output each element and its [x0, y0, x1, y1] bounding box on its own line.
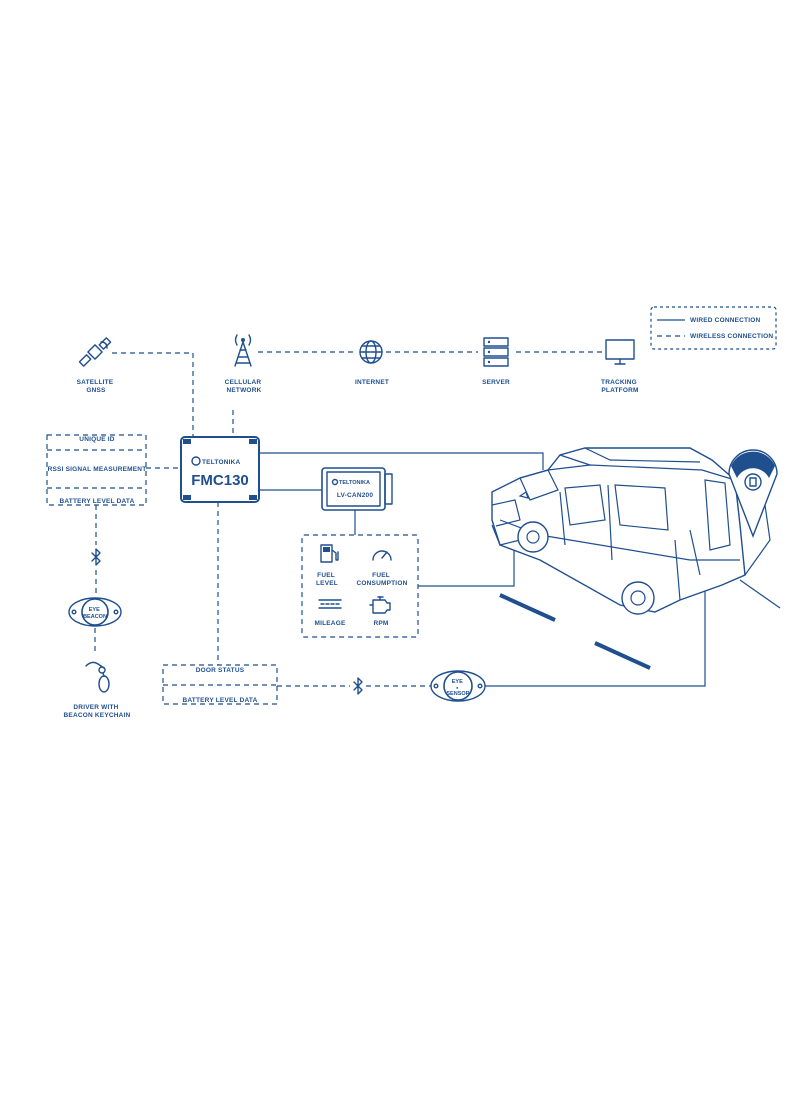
- road-marking: [594, 641, 651, 670]
- tracking-label: TRACKING PLATFORM: [601, 379, 639, 394]
- device-brand: TELTONIKA: [202, 459, 240, 466]
- teltonika-logo-icon: [331, 478, 339, 486]
- keychain-icon: [85, 661, 110, 693]
- internet-label: INTERNET: [355, 379, 389, 386]
- mileage-label: MILEAGE: [314, 620, 345, 627]
- van-illustration: [491, 447, 781, 670]
- bluetooth-icon: [353, 677, 363, 695]
- unique-id-label: UNIQUE ID: [79, 436, 114, 443]
- road-icon: [318, 599, 342, 609]
- road-marking: [499, 593, 556, 622]
- cellular-label: CELLULAR NETWORK: [225, 379, 264, 394]
- cell-tower-icon: [234, 334, 252, 367]
- fuel-pump-icon: [320, 544, 339, 563]
- satellite-icon: [78, 337, 112, 367]
- server-label: SERVER: [482, 379, 510, 386]
- can-model: LV-CAN200: [337, 492, 374, 499]
- sensor-data-box: DOOR STATUS BATTERY LEVEL DATA: [162, 664, 278, 705]
- legend-wireless-label: WIRELESS CONNECTION: [690, 333, 773, 340]
- teltonika-logo-icon: [191, 456, 201, 466]
- eye-beacon-device: EYE BEACON: [68, 597, 122, 627]
- gauge-icon: [372, 550, 392, 561]
- globe-icon: [359, 340, 383, 364]
- lv-can200-adapter: TELTONIKA LV-CAN200: [321, 467, 393, 511]
- location-pin-icon: [728, 449, 778, 538]
- bluetooth-icon: [91, 548, 101, 566]
- device-to-van-wire: [259, 452, 544, 470]
- legend: WIRED CONNECTION WIRELESS CONNECTION: [650, 306, 777, 350]
- rpm-label: RPM: [373, 620, 388, 627]
- device-model: FMC130: [191, 472, 249, 489]
- door-status-label: DOOR STATUS: [196, 667, 245, 674]
- server-icon: [483, 337, 509, 367]
- can-params-box: FUEL LEVEL FUEL CONSUMPTION MILEAGE RPM: [301, 534, 419, 638]
- fuel-consumption-label: FUEL CONSUMPTION: [357, 572, 408, 587]
- beacon-battery-label: BATTERY LEVEL DATA: [60, 498, 135, 505]
- legend-wired-label: WIRED CONNECTION: [690, 317, 760, 324]
- fmc130-device: TELTONIKA FMC130: [180, 436, 260, 503]
- can-brand: TELTONIKA: [339, 480, 370, 486]
- rssi-label: RSSI SIGNAL MEASUREMENT: [48, 466, 147, 473]
- satellite-label: SATELLITE GNSS: [77, 379, 116, 394]
- beacon-data-box: UNIQUE ID RSSI SIGNAL MEASUREMENT BATTER…: [46, 434, 147, 506]
- sensor-battery-label: BATTERY LEVEL DATA: [183, 697, 258, 704]
- monitor-icon: [605, 339, 635, 365]
- eye-beacon-label: EYE BEACON: [83, 607, 107, 620]
- eye-sensor-device: EYE ● SENSOR: [430, 670, 486, 702]
- eye-sensor-label: EYE ● SENSOR: [446, 679, 469, 697]
- engine-icon: [369, 596, 391, 614]
- fuel-level-label: FUEL LEVEL: [316, 572, 338, 587]
- road-edge: [739, 579, 781, 609]
- driver-label: DRIVER WITH BEACON KEYCHAIN: [64, 704, 131, 719]
